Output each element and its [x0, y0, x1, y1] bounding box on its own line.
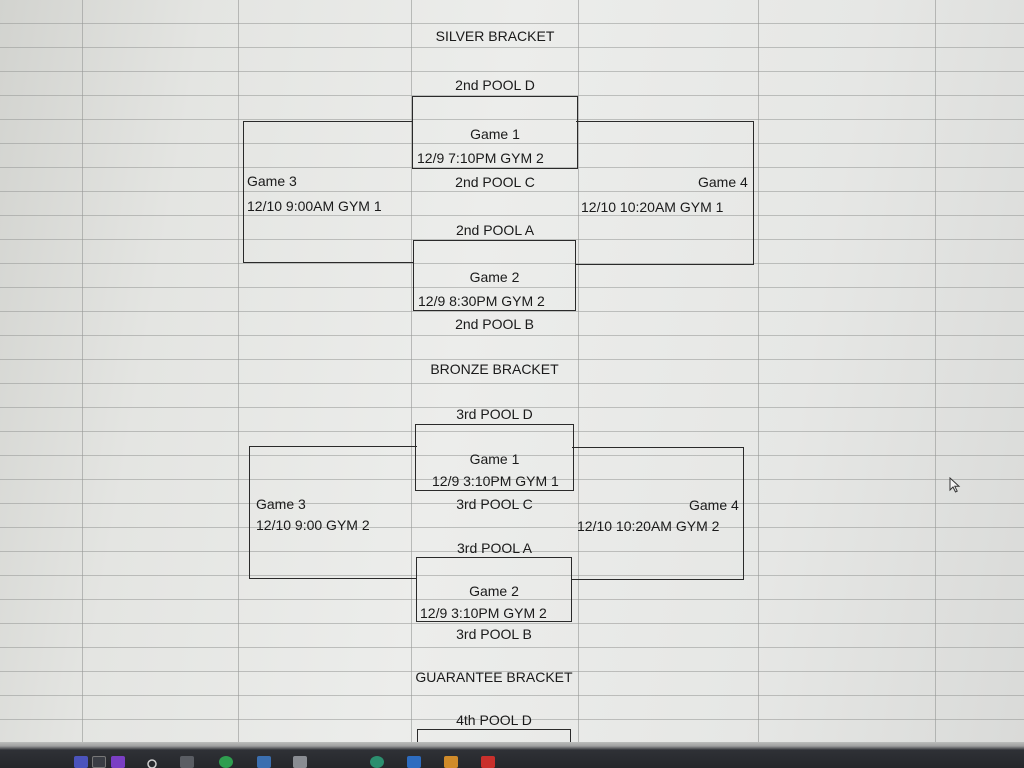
bronze-game3-label: Game 3	[256, 496, 306, 512]
silver-game2-label: Game 2	[469, 269, 520, 285]
bronze-game3-time: 12/10 9:00 GYM 2	[256, 517, 370, 533]
bronze-game1-label: Game 1	[469, 451, 520, 467]
bronze-game2-top-team: 3rd POOL A	[457, 540, 532, 556]
column-gridline	[758, 0, 759, 742]
silver-game2-bottom-team: 2nd POOL B	[455, 316, 534, 332]
column-gridline	[82, 0, 83, 742]
bronze-game2-time: 12/9 3:10PM GYM 2	[420, 605, 547, 621]
taskbar	[0, 742, 1024, 768]
spreadsheet-grid[interactable]: SILVER BRACKET 2nd POOL D Game 1 12/9 7:…	[0, 0, 1024, 743]
silver-game1-bottom-team: 2nd POOL C	[455, 174, 535, 190]
mouse-pointer-icon	[949, 477, 961, 493]
acrobat-icon[interactable]	[481, 756, 495, 768]
bronze-game3-box[interactable]	[249, 446, 417, 579]
teams-icon[interactable]	[74, 756, 88, 768]
search-icon[interactable]	[145, 756, 159, 768]
bronze-game2-label: Game 2	[469, 583, 519, 599]
silver-bracket-title: SILVER BRACKET	[435, 28, 555, 44]
edge-icon[interactable]	[370, 756, 384, 768]
bronze-game1-time: 12/9 3:10PM GYM 1	[432, 473, 559, 489]
column-gridline	[238, 0, 239, 742]
silver-game3-box[interactable]	[243, 121, 413, 263]
bronze-game2-bottom-team: 3rd POOL B	[456, 626, 532, 642]
bronze-game2-box[interactable]	[416, 557, 572, 622]
silver-game2-box[interactable]	[413, 240, 576, 311]
store-icon[interactable]	[257, 756, 271, 768]
bronze-game1-bottom-team: 3rd POOL C	[456, 496, 533, 512]
bronze-bracket-title: BRONZE BRACKET	[430, 361, 559, 377]
column-gridline	[411, 0, 412, 742]
bronze-game4-box[interactable]	[572, 447, 744, 580]
bronze-game4-label: Game 4	[689, 497, 739, 513]
silver-game4-time: 12/10 10:20AM GYM 1	[581, 199, 724, 215]
silver-game4-label: Game 4	[698, 174, 748, 190]
task-view-icon[interactable]	[92, 756, 106, 768]
silver-game1-box[interactable]	[412, 96, 578, 169]
mail-icon[interactable]	[407, 756, 421, 768]
bronze-game1-top-team: 3rd POOL D	[456, 406, 533, 422]
guarantee-bracket-title: GUARANTEE BRACKET	[415, 669, 573, 685]
chrome-icon[interactable]	[219, 756, 233, 768]
bronze-game1-box[interactable]	[415, 424, 574, 491]
guarantee-game1-top-team: 4th POOL D	[456, 712, 532, 728]
guarantee-game1-box[interactable]	[417, 729, 571, 743]
column-gridline	[578, 0, 579, 742]
visual-studio-icon[interactable]	[111, 756, 125, 768]
column-gridline	[935, 0, 936, 742]
silver-game1-label: Game 1	[470, 126, 520, 142]
silver-game1-time: 12/9 7:10PM GYM 2	[417, 150, 544, 166]
silver-game2-top-team: 2nd POOL A	[455, 222, 535, 238]
silver-game4-box[interactable]	[576, 121, 754, 265]
silver-game3-label: Game 3	[247, 173, 297, 189]
silver-game3-time: 12/10 9:00AM GYM 1	[247, 198, 382, 214]
bronze-game4-time: 12/10 10:20AM GYM 2	[577, 518, 720, 534]
app-icon-2[interactable]	[444, 756, 458, 768]
silver-game2-time: 12/9 8:30PM GYM 2	[418, 293, 545, 309]
file-explorer-icon[interactable]	[180, 756, 194, 768]
silver-game1-top-team: 2nd POOL D	[455, 77, 535, 93]
app-icon[interactable]	[293, 756, 307, 768]
